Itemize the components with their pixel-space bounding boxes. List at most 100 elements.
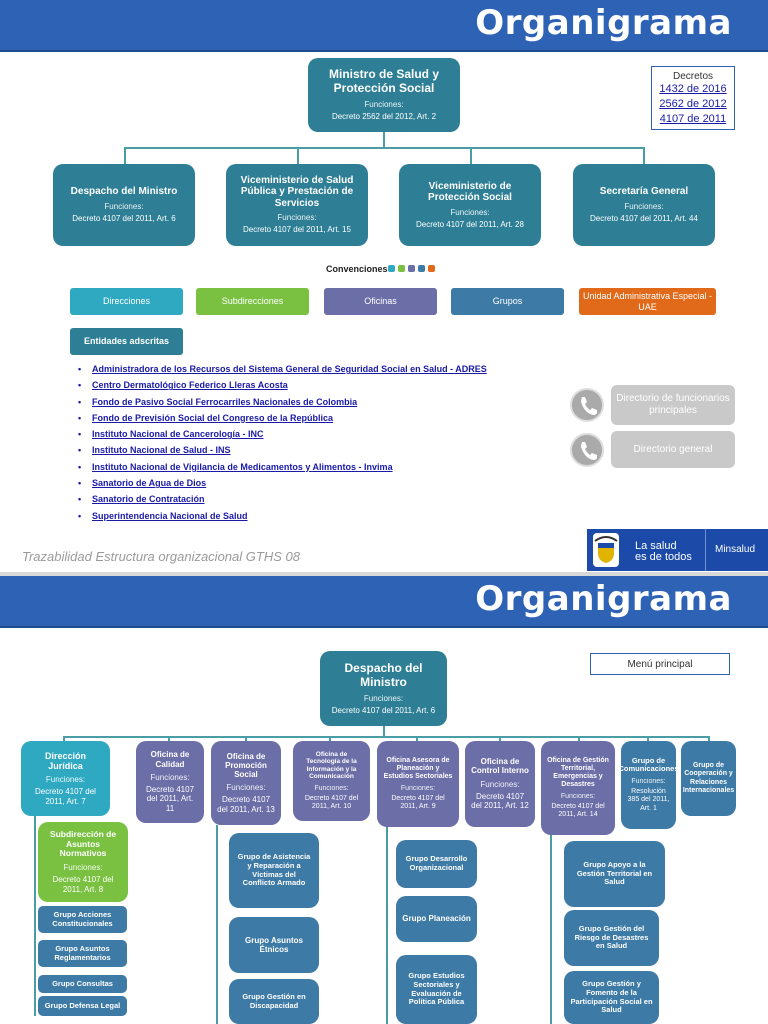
decreto-link[interactable]: 2562 de 2012: [659, 98, 727, 110]
node-name: Grupo de Cooperación y Relaciones Intern…: [682, 762, 735, 794]
group-planeacion[interactable]: Grupo Planeación: [396, 896, 477, 942]
entidad-link[interactable]: Instituto Nacional de Salud - INS: [78, 442, 487, 458]
node-decree: Decreto 4107 del 2011, Art. 13: [217, 795, 275, 814]
phone-icon[interactable]: [570, 388, 604, 422]
group-gestion-discapacidad[interactable]: Grupo Gestión en Discapacidad: [229, 979, 319, 1024]
connector: [63, 736, 65, 742]
convention-swatch: [398, 265, 405, 272]
entidad-link[interactable]: Fondo de Previsión Social del Congreso d…: [78, 410, 487, 426]
group-riesgo-desastres[interactable]: Grupo Gestión del Riesgo de Desastres en…: [564, 910, 659, 966]
logo-slogan-line2: es de todos: [635, 551, 692, 563]
node-decree: Decreto 4107 del 2011, Art. 14: [551, 802, 605, 819]
node-decree: Decreto 4107 del 2011, Art. 11: [145, 784, 195, 813]
node-name: Oficina de Calidad: [150, 750, 190, 769]
group-asuntos-etnicos[interactable]: Grupo Asuntos Étnicos: [229, 917, 319, 973]
convention-grupos[interactable]: Grupos: [451, 288, 564, 315]
group-name: Grupo Consultas: [52, 978, 113, 988]
node-decree: Decreto 4107 del 2011, Art. 9: [391, 794, 445, 811]
entidad-link[interactable]: Sanatorio de Agua de Dios: [78, 475, 487, 491]
node-oficina-control-interno[interactable]: Oficina de Control Interno Funciones: De…: [465, 741, 535, 827]
node-grupo-cooperacion[interactable]: Grupo de Cooperación y Relaciones Intern…: [681, 741, 736, 816]
connector: [216, 825, 218, 1024]
entidad-link[interactable]: Sanatorio de Contratación: [78, 491, 487, 507]
group-defensa-legal[interactable]: Grupo Defensa Legal: [38, 996, 127, 1016]
connector: [383, 132, 385, 148]
node-funciones: Funciones:: [314, 784, 349, 792]
node-funciones: Funciones:: [560, 792, 596, 800]
root-node[interactable]: Ministro de Salud y Protección Social Fu…: [308, 58, 460, 132]
group-consultas[interactable]: Grupo Consultas: [38, 975, 127, 993]
connector: [550, 835, 552, 1024]
node-oficina-calidad[interactable]: Oficina de Calidad Funciones: Decreto 41…: [136, 741, 204, 823]
entidad-link[interactable]: Centro Dermatológico Federico Lleras Aco…: [78, 377, 487, 393]
root-node-name: Ministro de Salud y Protección Social: [328, 67, 439, 96]
convention-direcciones[interactable]: Direcciones: [70, 288, 183, 315]
connector: [34, 816, 36, 1016]
connector: [245, 736, 247, 741]
node-name: Oficina Asesora de Planeación y Estudios…: [383, 756, 453, 780]
group-name: Grupo Gestión en Discapacidad: [242, 991, 306, 1010]
root-node-decree: Decreto 4107 del 2011, Art. 6: [331, 705, 436, 715]
header-title: Organigrama: [475, 3, 732, 43]
node-oficina-planeacion[interactable]: Oficina Asesora de Planeación y Estudios…: [377, 741, 459, 827]
directorio-general-button[interactable]: Directorio general: [611, 431, 735, 468]
entidad-link[interactable]: Instituto Nacional de Cancerología - INC: [78, 426, 487, 442]
node-direccion-juridica[interactable]: Dirección Jurídica Funciones: Decreto 41…: [21, 741, 110, 816]
menu-principal-button[interactable]: Menú principal: [590, 653, 730, 675]
node-oficina-promocion-social[interactable]: Oficina de Promoción Social Funciones: D…: [211, 741, 281, 825]
slide-gap: [0, 572, 768, 576]
node-viceministerio-salud[interactable]: Viceministerio de Salud Pública y Presta…: [226, 164, 368, 246]
decreto-link[interactable]: 4107 de 2011: [659, 113, 727, 125]
logo-divider: [705, 529, 706, 571]
node-subdireccion-asuntos-normativos[interactable]: Subdirección de Asuntos Normativos Funci…: [38, 822, 128, 902]
root-node[interactable]: Despacho del Ministro Funciones: Decreto…: [320, 651, 447, 726]
convention-uae[interactable]: Unidad Administrativa Especial - UAE: [579, 288, 716, 315]
header-title: Organigrama: [475, 579, 732, 619]
node-name: Oficina de Promoción Social: [225, 751, 267, 779]
entidad-link[interactable]: Instituto Nacional de Vigilancia de Medi…: [78, 459, 487, 475]
group-desarrollo-organizacional[interactable]: Grupo Desarrollo Organizacional: [396, 840, 477, 888]
connector: [647, 736, 649, 741]
entidad-link[interactable]: Superintendencia Nacional de Salud: [78, 508, 487, 524]
minsalud-logo: La salud es de todos Minsalud: [587, 529, 768, 571]
convention-swatch: [428, 265, 435, 272]
root-node-decree: Decreto 2562 del 2012, Art. 2: [331, 112, 437, 121]
node-decree: Decreto 4107 del 2011, Art. 44: [590, 213, 698, 223]
node-oficina-tic[interactable]: Oficina de Tecnología de la Información …: [293, 741, 370, 821]
group-asuntos-reglamentarios[interactable]: Grupo Asuntos Reglamentarios: [38, 940, 127, 967]
convention-oficinas[interactable]: Oficinas: [324, 288, 437, 315]
phone-icon[interactable]: [570, 433, 604, 467]
node-secretaria-general[interactable]: Secretaría General Funciones: Decreto 41…: [573, 164, 715, 246]
node-oficina-gestion-territorial[interactable]: Oficina de Gestión Territorial, Emergenc…: [541, 741, 615, 835]
node-grupo-comunicaciones[interactable]: Grupo de Comunicaciones Funciones: Resol…: [619, 741, 679, 829]
conventions-label: Convenciones: [326, 264, 388, 274]
slide-2: Organigrama Menú principal Despacho del …: [0, 576, 768, 1024]
node-name: Oficina de Control Interno: [471, 757, 529, 776]
node-decree: Decreto 4107 del 2011, Art. 12: [471, 791, 529, 811]
logo-brand: Minsalud: [715, 544, 756, 555]
connector: [124, 147, 644, 149]
group-participacion-social[interactable]: Grupo Gestión y Fomento de la Participac…: [564, 971, 659, 1024]
group-name: Grupo Asuntos Étnicos: [245, 935, 303, 954]
node-decree: Decreto 4107 del 2011, Art. 10: [304, 794, 359, 810]
node-name: Despacho del Ministro: [70, 186, 178, 198]
convention-subdirecciones[interactable]: Subdirecciones: [196, 288, 309, 315]
entidades-label: Entidades adscritas: [70, 328, 183, 355]
node-funciones: Funciones:: [400, 784, 436, 792]
entidad-link[interactable]: Fondo de Pasivo Social Ferrocarriles Nac…: [78, 394, 487, 410]
group-name: Grupo Planeación: [402, 914, 471, 924]
decreto-link[interactable]: 1432 de 2016: [659, 83, 727, 95]
logo-slogan-line1: La salud: [635, 540, 677, 552]
group-asistencia-victimas[interactable]: Grupo de Asistencia y Reparación a Vícti…: [229, 833, 319, 908]
group-estudios-sectoriales[interactable]: Grupo Estudios Sectoriales y Evaluación …: [396, 955, 477, 1024]
connector: [578, 736, 580, 741]
node-viceministerio-proteccion[interactable]: Viceministerio de Protección Social Func…: [399, 164, 541, 246]
node-despacho[interactable]: Despacho del Ministro Funciones: Decreto…: [53, 164, 195, 246]
entidad-link[interactable]: Administradora de los Recursos del Siste…: [78, 361, 487, 377]
directorio-funcionarios-button[interactable]: Directorio de funcionarios principales: [611, 385, 735, 425]
node-name: Viceministerio de Salud Pública y Presta…: [240, 174, 354, 209]
connector: [386, 827, 388, 1024]
group-apoyo-gestion-territorial[interactable]: Grupo Apoyo a la Gestión Territorial en …: [564, 841, 665, 907]
group-acciones-constitucionales[interactable]: Grupo Acciones Constitucionales: [38, 906, 127, 933]
group-name: Grupo Gestión del Riesgo de Desastres en…: [574, 924, 649, 951]
